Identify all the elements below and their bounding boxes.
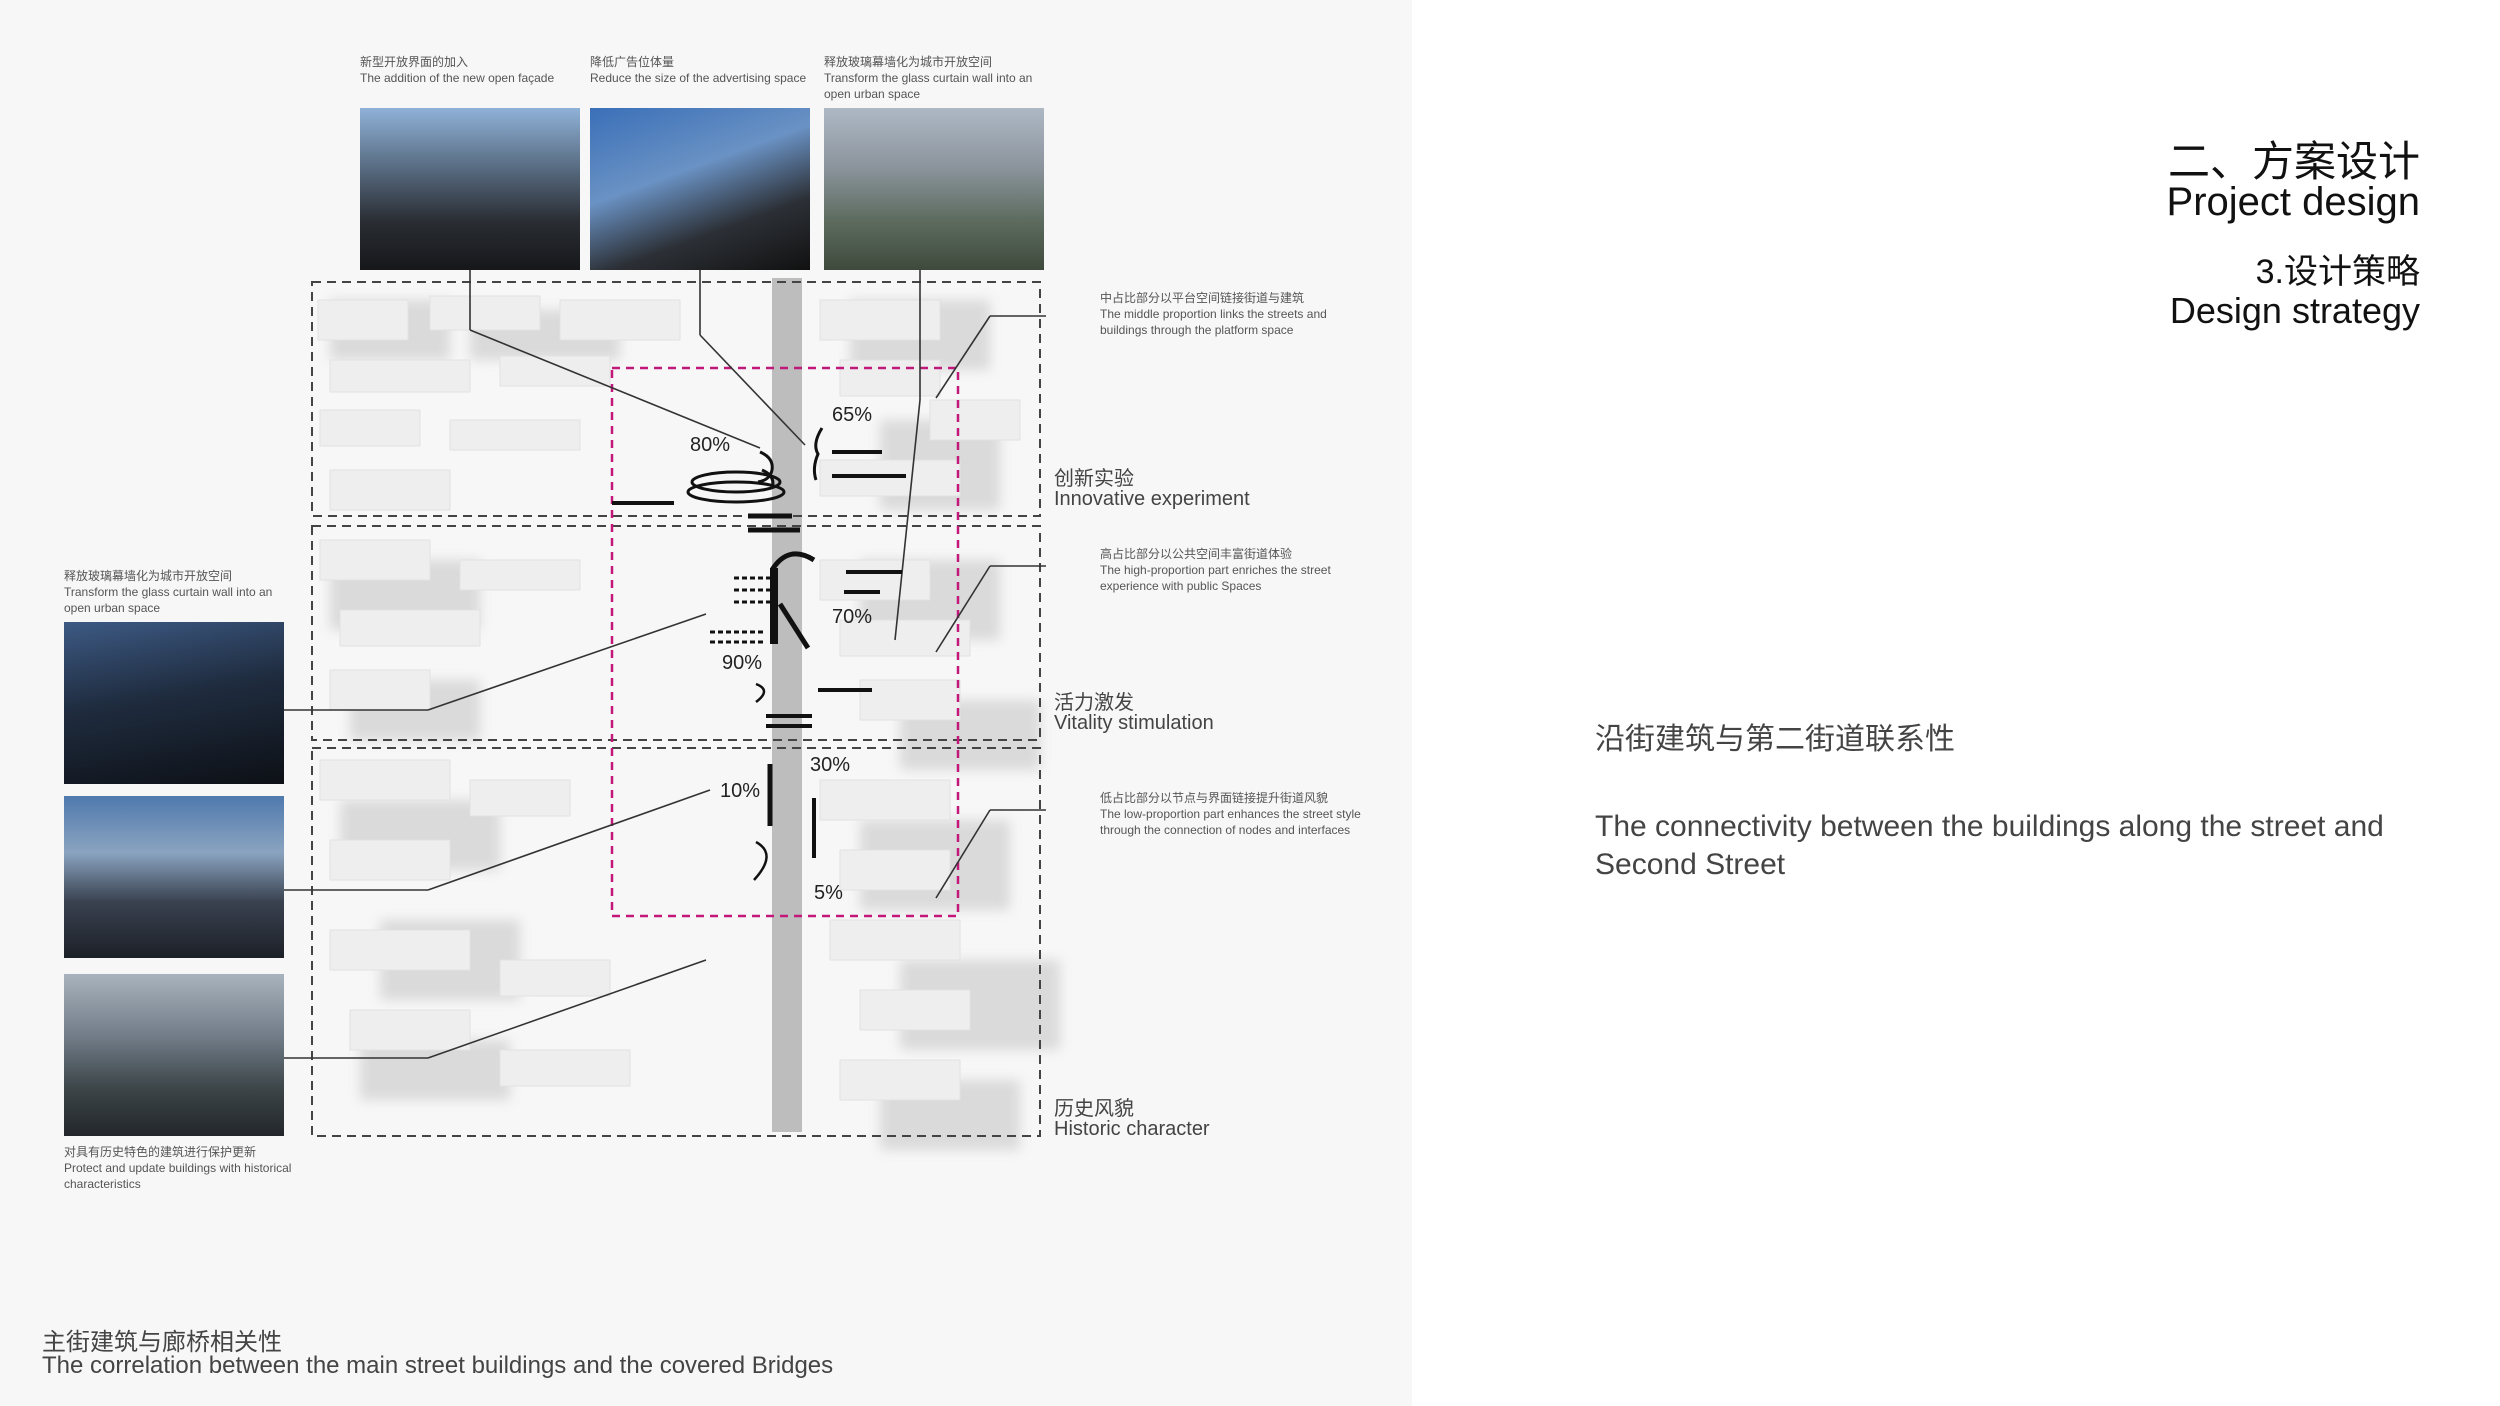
pct-10: 10% (720, 780, 761, 802)
strategy-diagram (284, 270, 1060, 1150)
left-top-caption-en: Transform the glass curtain wall into an… (64, 585, 273, 615)
section-title-cn: 二、方案设计 (2167, 138, 2420, 185)
photo-left-3 (64, 974, 284, 1136)
note-low-proportion: 低占比部分以节点与界面链接提升街道风貌 The low-proportion p… (1100, 790, 1370, 838)
left-bottom-caption: 对具有历史特色的建筑进行保护更新 Protect and update buil… (64, 1144, 304, 1192)
top-caption-1-cn: 新型开放界面的加入 (360, 55, 469, 69)
pct-30: 30% (810, 754, 851, 776)
left-bottom-caption-en: Protect and update buildings with histor… (64, 1161, 292, 1191)
note-high-proportion: 高占比部分以公共空间丰富街道体验 The high-proportion par… (1100, 546, 1360, 594)
photo-glass-wall-top (824, 108, 1044, 270)
connectivity-heading-cn: 沿街建筑与第二街道联系性 (1595, 723, 1955, 756)
note-middle-proportion-en: The middle proportion links the streets … (1100, 307, 1327, 337)
building-massing (317, 295, 1060, 1150)
note-low-proportion-cn: 低占比部分以节点与界面链接提升街道风貌 (1100, 791, 1329, 805)
photo-left-2 (64, 796, 284, 958)
note-low-proportion-en: The low-proportion part enhances the str… (1100, 807, 1361, 837)
bottom-caption-en: The correlation between the main street … (42, 1352, 834, 1379)
zone-innovative-en: Innovative experiment (1054, 488, 1250, 510)
zone-historic-cn: 历史风貌 (1054, 1098, 1134, 1120)
top-caption-2-en: Reduce the size of the advertising space (590, 71, 807, 85)
bridge-symbols (612, 427, 906, 881)
note-high-proportion-en: The high-proportion part enriches the st… (1100, 563, 1331, 593)
connectivity-heading-en: The connectivity between the buildings a… (1595, 810, 2384, 881)
note-high-proportion-cn: 高占比部分以公共空间丰富街道体验 (1100, 547, 1293, 561)
note-middle-proportion-cn: 中占比部分以平台空间链接街道与建筑 (1100, 291, 1305, 305)
photo-left-1 (64, 622, 284, 784)
zone-vitality-en: Vitality stimulation (1054, 712, 1214, 734)
subsection-title-en: Design strategy (2169, 290, 2420, 331)
section-title-en: Project design (2166, 180, 2420, 224)
top-caption-3-cn: 释放玻璃幕墙化为城市开放空间 (824, 55, 993, 69)
focus-frame (610, 366, 960, 918)
top-caption-3: 释放玻璃幕墙化为城市开放空间 Transform the glass curta… (824, 54, 1044, 102)
top-caption-1-en: The addition of the new open façade (360, 71, 555, 85)
pct-70: 70% (832, 606, 873, 628)
pct-90: 90% (722, 652, 763, 674)
left-top-caption-cn: 释放玻璃幕墙化为城市开放空间 (64, 569, 233, 583)
zone-vitality-cn: 活力激发 (1054, 692, 1134, 714)
subsection-title-cn: 3.设计策略 (2255, 253, 2420, 291)
top-caption-3-en: Transform the glass curtain wall into an… (824, 71, 1033, 101)
pct-65: 65% (832, 404, 873, 426)
bottom-caption-cn: 主街建筑与廊桥相关性 (42, 1329, 282, 1356)
left-top-caption: 释放玻璃幕墙化为城市开放空间 Transform the glass curta… (64, 568, 284, 616)
dashed-connectors (710, 576, 770, 644)
pct-5: 5% (814, 882, 843, 904)
zone-frames (311, 281, 1041, 1137)
note-middle-proportion: 中占比部分以平台空间链接街道与建筑 The middle proportion … (1100, 290, 1360, 338)
top-caption-1: 新型开放界面的加入 The addition of the new open f… (360, 54, 580, 86)
left-bottom-caption-cn: 对具有历史特色的建筑进行保护更新 (64, 1145, 257, 1159)
zone-innovative-cn: 创新实验 (1054, 468, 1134, 490)
top-caption-2: 降低广告位体量 Reduce the size of the advertisi… (590, 54, 810, 86)
main-street (772, 278, 802, 1132)
leader-lines (284, 270, 1046, 1059)
zone-historic-en: Historic character (1054, 1118, 1210, 1140)
top-caption-2-cn: 降低广告位体量 (590, 55, 675, 69)
photo-open-facade (360, 108, 580, 270)
photo-advertising (590, 108, 810, 270)
pct-80: 80% (690, 434, 731, 456)
